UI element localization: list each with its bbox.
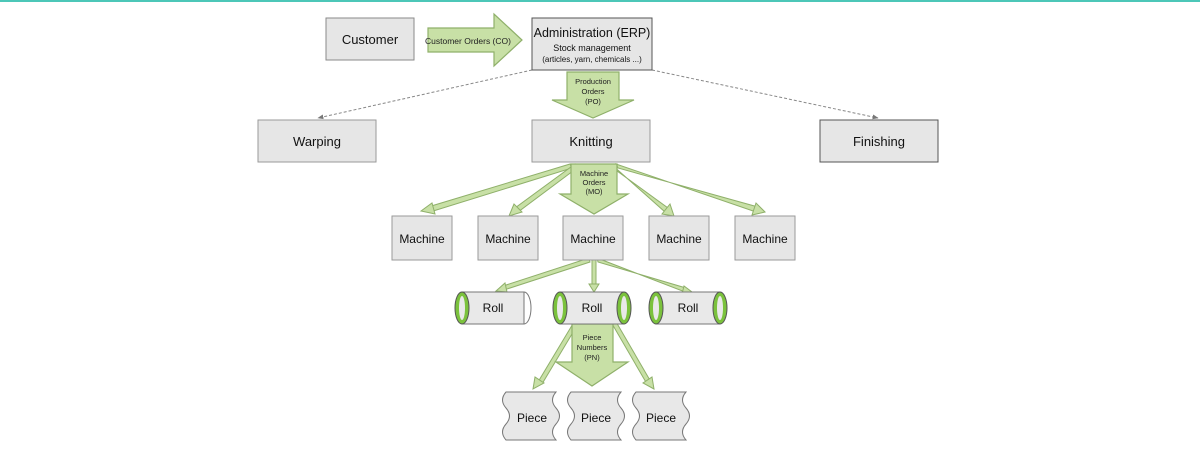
svg-text:Roll: Roll xyxy=(678,301,699,315)
svg-text:Machine: Machine xyxy=(580,169,608,178)
svg-text:Finishing: Finishing xyxy=(853,134,905,149)
arrow-to-piece-3 xyxy=(610,319,652,385)
machine-orders-arrow: Machine Orders (MO) xyxy=(557,163,631,215)
svg-text:Warping: Warping xyxy=(293,134,341,149)
roll-2: Roll xyxy=(552,291,632,325)
svg-text:Production: Production xyxy=(575,77,611,86)
svg-text:Piece: Piece xyxy=(581,411,611,425)
svg-text:Stock management: Stock management xyxy=(553,43,631,53)
piece-numbers-arrow: Piece Numbers (PN) xyxy=(554,323,630,387)
svg-text:Customer: Customer xyxy=(342,32,399,47)
svg-text:Knitting: Knitting xyxy=(569,134,612,149)
arrow-to-machine-4 xyxy=(610,163,669,213)
svg-text:Piece: Piece xyxy=(646,411,676,425)
customer-orders-arrow: Customer Orders (CO) xyxy=(425,12,523,68)
svg-text:(MO): (MO) xyxy=(585,187,603,196)
svg-text:(PO): (PO) xyxy=(585,97,601,106)
customer-box: Customer xyxy=(325,17,415,61)
svg-text:Roll: Roll xyxy=(483,301,504,315)
svg-text:Orders: Orders xyxy=(583,178,606,187)
machine-box-3: Machine xyxy=(562,215,624,261)
svg-text:Administration (ERP): Administration (ERP) xyxy=(534,26,651,40)
admin-to-finishing-link xyxy=(651,69,879,120)
svg-text:Customer Orders (CO): Customer Orders (CO) xyxy=(425,36,511,46)
roll-3: Roll xyxy=(648,291,728,325)
svg-text:Machine: Machine xyxy=(656,232,702,246)
svg-text:(articles, yarn, chemicals ...: (articles, yarn, chemicals ...) xyxy=(542,55,642,64)
piece-3: Piece xyxy=(632,391,690,441)
arrow-to-roll-2 xyxy=(591,257,597,286)
arrow-to-roll-3 xyxy=(596,257,687,293)
administration-box: Administration (ERP) Stock management (a… xyxy=(531,17,653,71)
arrow-to-roll-1 xyxy=(502,257,591,291)
machine-to-rolls-arrows xyxy=(494,257,694,295)
roll-to-pieces-arrows xyxy=(532,319,655,390)
top-accent-rule xyxy=(0,0,1200,2)
svg-text:Piece: Piece xyxy=(583,333,602,342)
svg-text:Machine: Machine xyxy=(570,232,616,246)
knitting-box: Knitting xyxy=(531,119,651,163)
svg-text:Numbers: Numbers xyxy=(577,343,608,352)
svg-text:Orders: Orders xyxy=(582,87,605,96)
machine-box-4: Machine xyxy=(648,215,710,261)
machine-box-2: Machine xyxy=(477,215,539,261)
warping-box: Warping xyxy=(257,119,377,163)
svg-text:(PN): (PN) xyxy=(584,353,600,362)
piece-1: Piece xyxy=(502,391,560,441)
production-orders-arrow: Production Orders (PO) xyxy=(551,71,635,119)
piece-2: Piece xyxy=(567,391,625,441)
roll-1: Roll xyxy=(454,291,532,325)
machine-box-1: Machine xyxy=(391,215,453,261)
svg-text:Machine: Machine xyxy=(485,232,531,246)
machine-box-5: Machine xyxy=(734,215,796,261)
svg-text:Machine: Machine xyxy=(742,232,788,246)
knitting-to-machines-arrows xyxy=(419,163,766,217)
svg-text:Machine: Machine xyxy=(399,232,445,246)
finishing-box: Finishing xyxy=(819,119,939,163)
svg-text:Roll: Roll xyxy=(582,301,603,315)
admin-to-warping-link xyxy=(317,69,533,120)
svg-text:Piece: Piece xyxy=(517,411,547,425)
